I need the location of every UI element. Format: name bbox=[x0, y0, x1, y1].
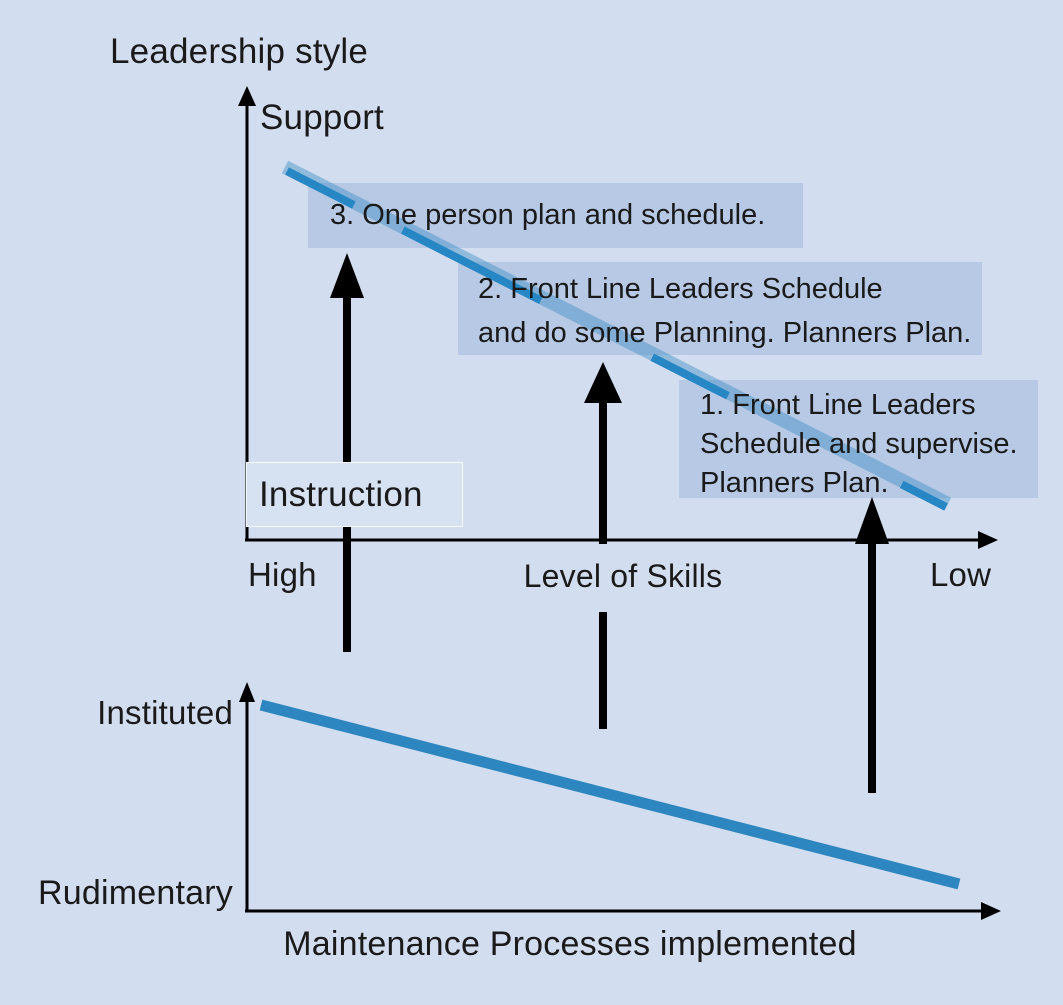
callout-2-line: 2. Front Line Leaders Schedule bbox=[478, 273, 883, 305]
x-axis-label-high: High bbox=[248, 556, 317, 593]
top-trend-line bbox=[281, 160, 952, 511]
callout-1-line: Planners Plan. bbox=[700, 467, 889, 499]
bottom-x-axis-label: Maintenance Processes implemented bbox=[283, 925, 857, 963]
x-axis-label-level-of-skills: Level of Skills bbox=[478, 544, 768, 612]
callout-1-text: 1. Front Line Leaders Schedule and super… bbox=[679, 380, 1059, 503]
y-axis-label-support: Support bbox=[260, 98, 384, 137]
up-arrow-middle-head bbox=[584, 362, 622, 403]
callout-box-3 bbox=[308, 183, 803, 248]
up-arrow-right bbox=[855, 497, 889, 793]
bottom-trend-line bbox=[259, 699, 961, 890]
top-trend-line-light bbox=[281, 160, 952, 511]
callout-2-text: 2. Front Line Leaders Schedule and do so… bbox=[458, 262, 1002, 355]
callout-3-text: 3. One person plan and schedule. bbox=[308, 183, 825, 248]
callout-3-line: 3. One person plan and schedule. bbox=[330, 199, 766, 231]
y-axis-label-rudimentary: Rudimentary bbox=[38, 874, 233, 912]
top-chart-title: Leadership style bbox=[110, 32, 369, 71]
top-x-axis-arrowhead bbox=[978, 531, 998, 549]
callout-1-line: 1. Front Line Leaders bbox=[700, 389, 976, 421]
callout-2-line: and do some Planning. Planners Plan. bbox=[478, 317, 972, 349]
callout-box-2 bbox=[458, 262, 982, 355]
bottom-y-axis-arrowhead bbox=[239, 682, 255, 702]
up-arrow-right-head bbox=[855, 497, 889, 544]
up-arrow-left-head bbox=[330, 253, 364, 298]
y-axis-label-instruction: Instruction bbox=[246, 462, 463, 527]
bottom-x-axis-arrowhead bbox=[981, 902, 1001, 920]
y-axis-label-instituted: Instituted bbox=[97, 694, 233, 731]
bottom-chart-axes bbox=[239, 682, 1001, 920]
top-y-axis-arrowhead bbox=[238, 86, 256, 106]
x-axis-label-low: Low bbox=[930, 556, 992, 593]
callout-1-line: Schedule and supervise. bbox=[700, 428, 1018, 460]
callout-box-1 bbox=[679, 380, 1038, 498]
